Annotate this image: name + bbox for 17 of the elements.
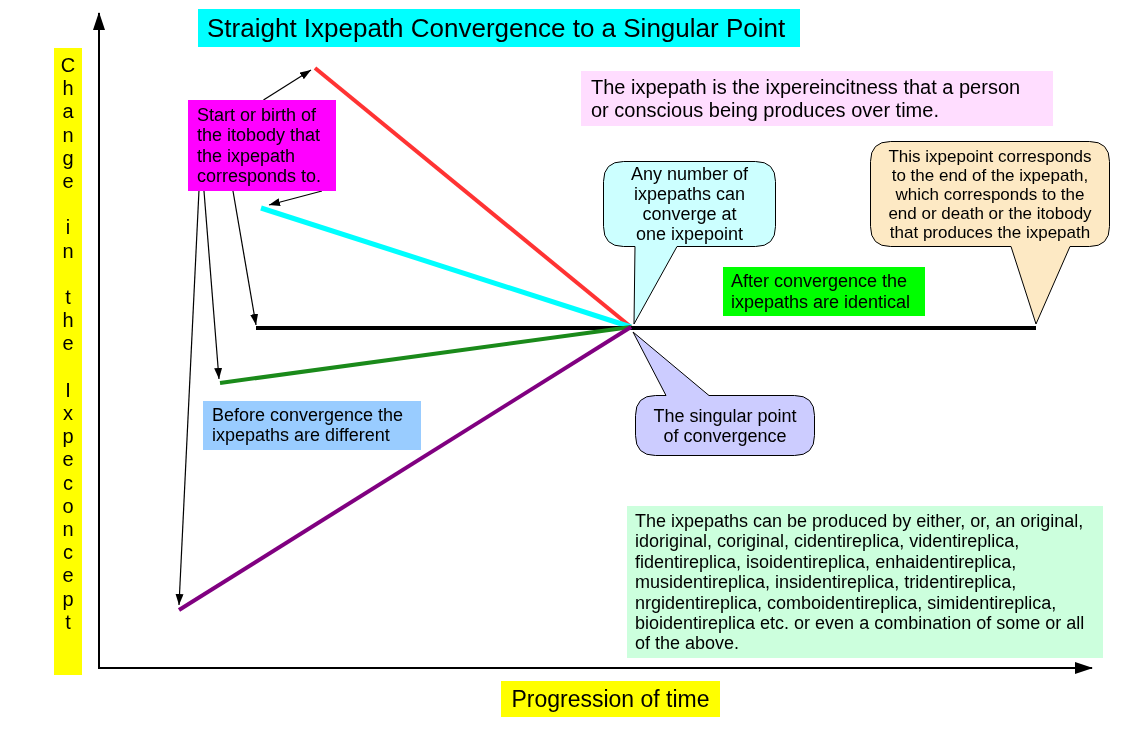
axis-title: Progression of time — [501, 681, 720, 717]
leader-arrow — [232, 190, 259, 326]
leader-arrow — [203, 190, 223, 380]
bubble-text: Any number of ixpepaths can converge at one ixpepoint — [629, 164, 750, 244]
converging-line — [256, 326, 1036, 330]
bubble-text: The singular point of convergence — [652, 405, 798, 446]
leader-arrow — [268, 190, 323, 207]
bubble-text: This ixpepoint corresponds to the end of the ixpepath, which corresponds to the end or death or the itobody that produces the ixpepath — [887, 146, 1093, 242]
producers-note: The ixpepaths can be produced by either, or, an original, idoriginal, coriginal, cidentireplica, videntireplica, fidentireplica, isoidentireplica, enhaidentireplica, musidentireplica, insidentireplica, tridentireplica, nrgidentireplica, comboidentireplica, simidentireplica, bioidentireplica etc. or even a combination of some or all of the above. — [627, 506, 1103, 658]
leader-arrow — [262, 69, 312, 101]
definition-note: The ixpepath is the ixpereincitness that a person or conscious being produces over time. — [581, 71, 1053, 126]
axis-title: Change in the Ixpeconcept — [54, 48, 82, 675]
after-convergence-note: After convergence the ixpepaths are identical — [723, 267, 925, 316]
converging-line — [177, 325, 633, 612]
leader-arrow — [175, 190, 200, 606]
birth-note: Start or birth of the itobody that the ixpepath corresponds to. — [188, 100, 336, 191]
chart-title: Straight Ixpepath Convergence to a Singular Point — [198, 9, 800, 47]
